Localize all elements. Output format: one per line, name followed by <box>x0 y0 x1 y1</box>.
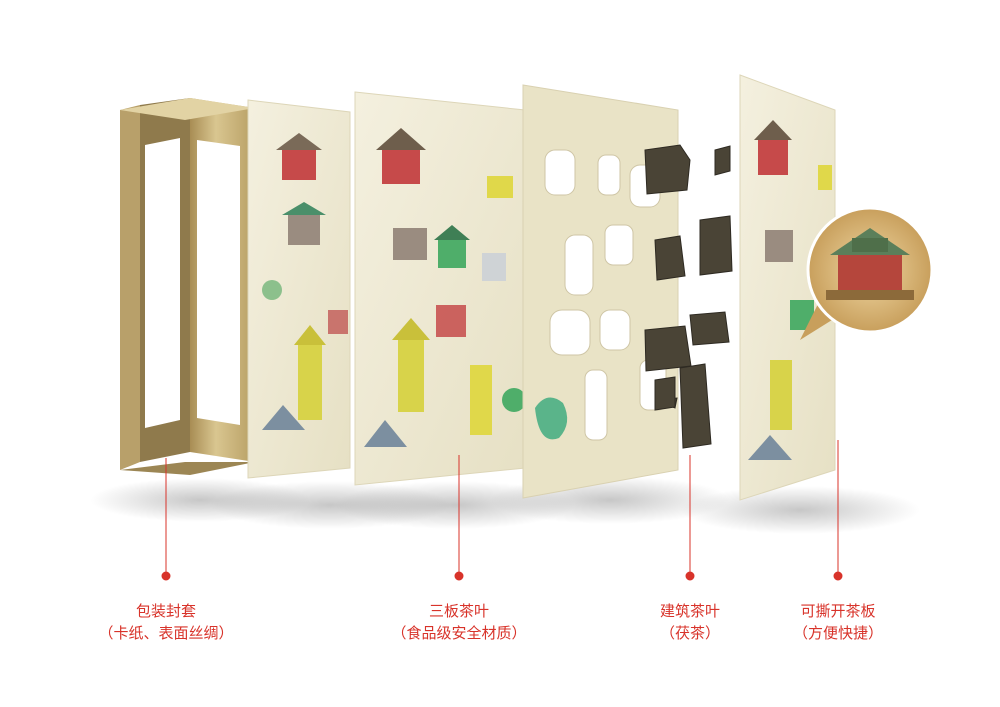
tea-board-panel-2 <box>354 91 526 486</box>
callout-title: 包装封套 <box>135 602 196 620</box>
callout-tea-boards: 三板茶叶 （食品级安全材质） <box>359 600 559 644</box>
callout-pointers <box>161 440 843 581</box>
callout-detail: （卡纸、表面丝绸） <box>98 624 234 642</box>
callout-tearable-board: 可撕开茶板 （方便快捷） <box>738 600 938 644</box>
callout-title: 三板茶叶 <box>428 602 489 620</box>
callout-title: 可撕开茶板 <box>800 602 876 620</box>
tearable-tea-board <box>739 74 836 501</box>
zoom-detail-bubble <box>800 206 934 340</box>
callout-packaging-sleeve: 包装封套 （卡纸、表面丝绸） <box>66 600 266 644</box>
callout-detail: （方便快捷） <box>792 624 883 642</box>
callout-title: 建筑茶叶 <box>659 602 720 620</box>
packaging-sleeve <box>120 98 255 475</box>
ground-shadows <box>90 476 920 534</box>
tea-board-panel-1 <box>247 99 351 479</box>
callout-architecture-tea: 建筑茶叶 （茯茶） <box>590 600 790 644</box>
architecture-tea-pieces <box>644 144 733 449</box>
callout-detail: （食品级安全材质） <box>391 624 527 642</box>
cutout-tea-board <box>522 84 679 499</box>
callout-detail: （茯茶） <box>659 624 720 642</box>
